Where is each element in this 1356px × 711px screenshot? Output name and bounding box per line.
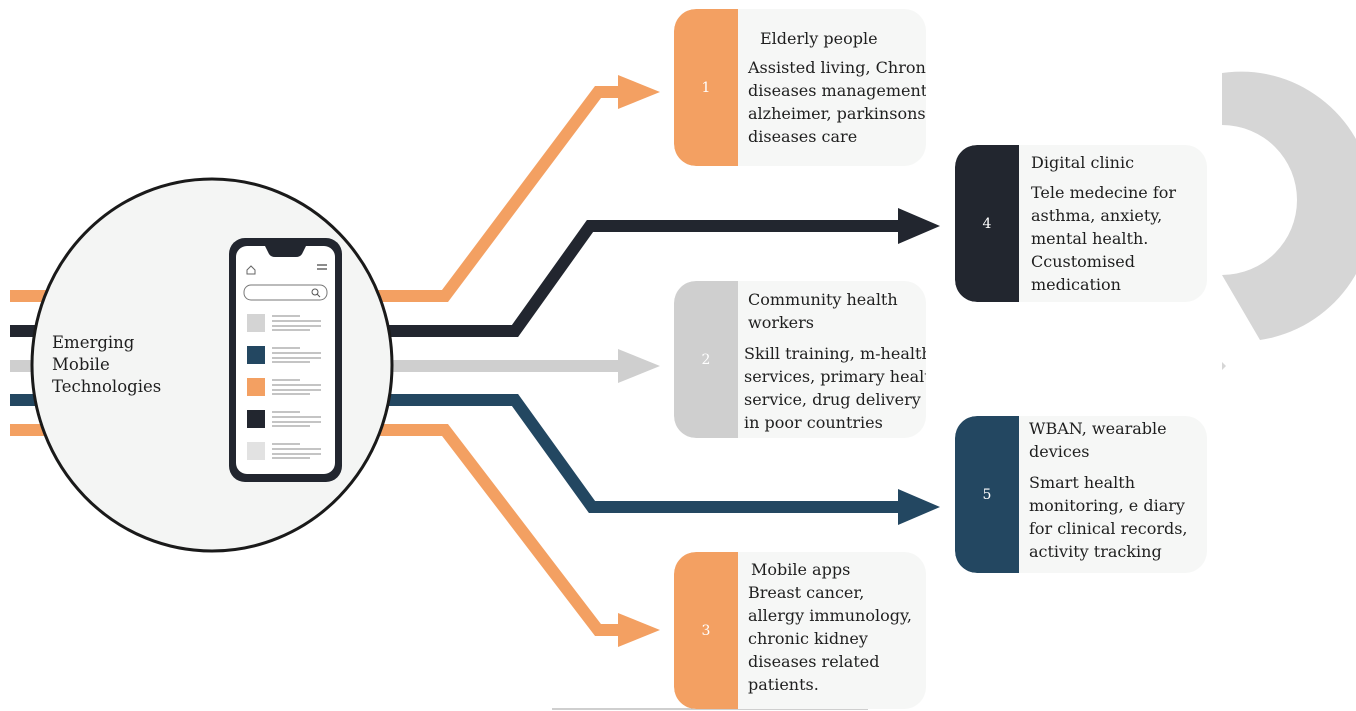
card-title: Elderly people — [760, 27, 878, 50]
arrowhead-3 — [618, 613, 660, 647]
arrowhead-5 — [898, 489, 940, 525]
card-description: Tele medecine for asthma, anxiety, menta… — [1031, 181, 1176, 296]
card-number: 1 — [701, 79, 711, 96]
card-number: 2 — [701, 351, 711, 368]
card-title-line: Mobile apps — [751, 560, 851, 579]
card-description: Assisted living, Chronic diseases manage… — [748, 56, 926, 148]
card-desc-line: patients. — [748, 675, 819, 694]
card-desc-line: diseases management, — [748, 81, 926, 100]
card-number: 4 — [982, 215, 992, 232]
card-description: Breast cancer, allergy immunology, chron… — [748, 581, 912, 696]
card-title-line: Community health — [748, 290, 898, 309]
card-number: 3 — [701, 622, 711, 639]
card-number-tab: 5 — [955, 416, 1019, 573]
card-title: WBAN, wearable devices — [1029, 417, 1167, 463]
card-number-tab: 4 — [955, 145, 1019, 302]
arrowhead-2 — [618, 349, 660, 383]
card-number-tab: 3 — [674, 552, 738, 709]
card-desc-line: diseases related — [748, 652, 880, 671]
card-desc-line: for clinical records, — [1029, 519, 1188, 538]
card-desc-line: diseases care — [748, 127, 858, 146]
card-desc-line: Assisted living, Chronic — [748, 58, 926, 77]
card-description: Smart health monitoring, e diary for cli… — [1029, 471, 1188, 563]
card-desc-line: services, primary health — [744, 367, 926, 386]
card-description: Skill training, m-health services, prima… — [744, 342, 926, 434]
card-desc-line: Tele medecine for — [1031, 183, 1177, 202]
card-desc-line: Ccustomised — [1031, 252, 1135, 271]
card-title: Digital clinic — [1031, 151, 1134, 174]
card-desc-line: Breast cancer, — [748, 583, 865, 602]
card-title-line: workers — [748, 313, 814, 332]
card-desc-line: service, drug delivery — [744, 390, 921, 409]
card-digital-clinic: 4 Digital clinic Tele medecine for asthm… — [955, 145, 1207, 302]
card-title-line: devices — [1029, 442, 1090, 461]
phone-icon — [229, 238, 342, 482]
hub-label-line: Mobile — [52, 355, 110, 374]
decorative-small-arrow-icon — [1222, 362, 1226, 370]
hub-label-line: Emerging — [52, 333, 135, 352]
card-desc-line: Skill training, m-health — [744, 344, 926, 363]
card-desc-line: medication — [1031, 275, 1121, 294]
hub-label-line: Technologies — [52, 377, 162, 396]
card-desc-line: activity tracking — [1029, 542, 1162, 561]
arrowhead-1 — [618, 75, 660, 109]
arrowhead-4 — [898, 208, 940, 244]
card-number-tab: 1 — [674, 9, 738, 166]
card-title-line: Elderly people — [760, 29, 878, 48]
card-title-line: Digital clinic — [1031, 153, 1135, 172]
card-desc-line: allergy immunology, — [748, 606, 912, 625]
card-desc-line: Smart health — [1029, 473, 1135, 492]
card-wban-wearable-devices: 5 WBAN, wearable devices Smart health mo… — [955, 416, 1207, 573]
card-mobile-apps: 3 Mobile apps Breast cancer, allergy imm… — [674, 552, 926, 709]
card-desc-line: in poor countries — [744, 413, 883, 432]
card-elderly-people: 1 Elderly people Assisted living, Chroni… — [674, 9, 926, 166]
card-title: Community health workers — [748, 288, 898, 334]
card-number-tab: 2 — [674, 281, 738, 438]
card-number: 5 — [982, 486, 992, 503]
hub-label: Emerging Mobile Technologies — [52, 332, 161, 398]
card-desc-line: chronic kidney — [748, 629, 868, 648]
card-desc-line: mental health. — [1031, 229, 1149, 248]
card-title-line: WBAN, wearable — [1029, 419, 1167, 438]
card-desc-line: asthma, anxiety, — [1031, 206, 1163, 225]
card-desc-line: monitoring, e diary — [1029, 496, 1185, 515]
card-desc-line: alzheimer, parkinsons — [748, 104, 926, 123]
card-title: Mobile apps — [751, 558, 850, 581]
card-community-health-workers: 2 Community health workers Skill trainin… — [674, 281, 926, 438]
decorative-arc — [1222, 71, 1356, 340]
